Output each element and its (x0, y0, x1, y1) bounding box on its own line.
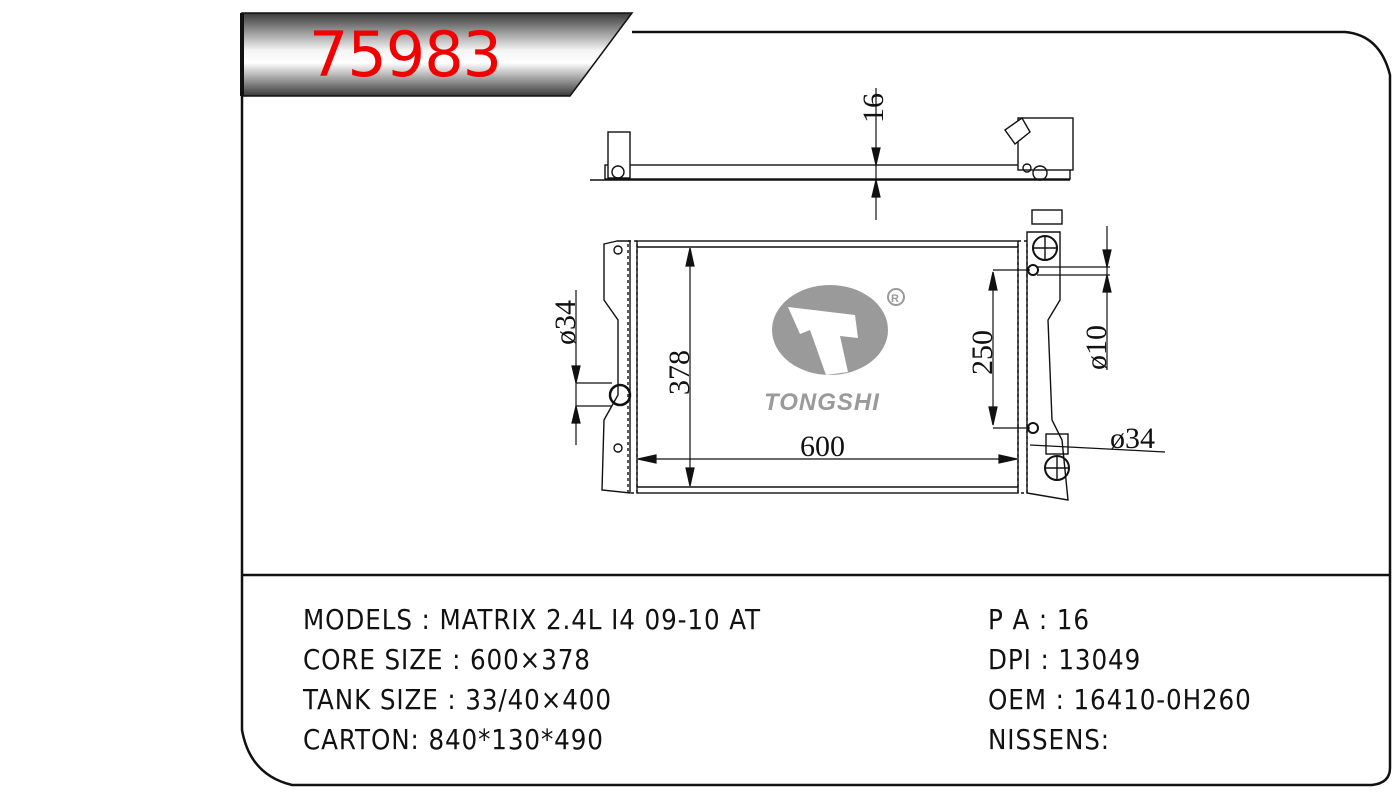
radiator-top-view (590, 116, 1074, 181)
spec-tank-size: TANK SIZE : 33/40×400 (303, 683, 612, 716)
dim-label-left-34: ø34 (549, 300, 582, 345)
dim-label-378: 378 (663, 350, 696, 395)
frame-border (240, 13, 1392, 787)
dim-label-16: 16 (857, 93, 890, 123)
spec-carton: CARTON: 840*130*490 (303, 723, 604, 756)
dim-label-right-34: ø34 (1110, 422, 1155, 455)
dimension-lines (571, 226, 1166, 487)
svg-text:R: R (891, 293, 899, 305)
tongshi-logo: R TONGSHI (764, 285, 905, 416)
spec-dpi: DPI : 13049 (988, 643, 1142, 676)
spec-nissens: NISSENS: (988, 723, 1110, 756)
svg-text:TONGSHI: TONGSHI (764, 389, 880, 416)
spec-models: MODELS : MATRIX 2.4L I4 09-10 AT (303, 603, 761, 636)
dim-label-250: 250 (966, 330, 999, 375)
radiator-front-view (601, 209, 1070, 501)
dim-label-10: ø10 (1080, 325, 1113, 370)
spec-oem: OEM : 16410-0H260 (988, 683, 1252, 716)
spec-core-size: CORE SIZE : 600×378 (303, 643, 591, 676)
dim-label-600: 600 (800, 430, 845, 463)
dimension-16 (871, 88, 881, 220)
spec-pa: P A : 16 (988, 603, 1090, 636)
part-number: 75983 (308, 18, 502, 91)
